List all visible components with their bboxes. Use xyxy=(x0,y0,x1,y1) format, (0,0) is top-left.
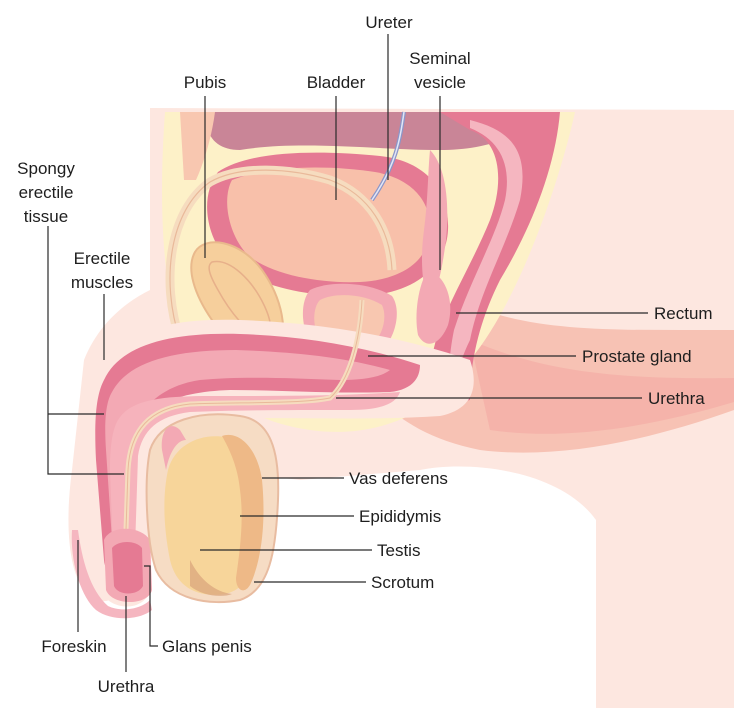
label-epididymis: Epididymis xyxy=(359,507,441,526)
label-erectile-muscles-2: muscles xyxy=(71,273,133,292)
label-urethra-right: Urethra xyxy=(648,389,705,408)
label-spongy-3: tissue xyxy=(24,207,68,226)
label-pubis: Pubis xyxy=(184,73,227,92)
label-urethra-bottom: Urethra xyxy=(98,677,155,696)
label-scrotum: Scrotum xyxy=(371,573,434,592)
label-erectile-muscles-1: Erectile xyxy=(74,249,131,268)
label-bladder: Bladder xyxy=(307,73,366,92)
label-rectum: Rectum xyxy=(654,304,713,323)
label-seminal-vesicle-2: vesicle xyxy=(414,73,466,92)
label-spongy-1: Spongy xyxy=(17,159,75,178)
label-vas-deferens: Vas deferens xyxy=(349,469,448,488)
label-testis: Testis xyxy=(377,541,420,560)
label-foreskin: Foreskin xyxy=(41,637,106,656)
label-ureter: Ureter xyxy=(365,13,413,32)
label-glans-penis: Glans penis xyxy=(162,637,252,656)
label-prostate-gland: Prostate gland xyxy=(582,347,692,366)
label-seminal-vesicle-1: Seminal xyxy=(409,49,470,68)
label-spongy-2: erectile xyxy=(19,183,74,202)
